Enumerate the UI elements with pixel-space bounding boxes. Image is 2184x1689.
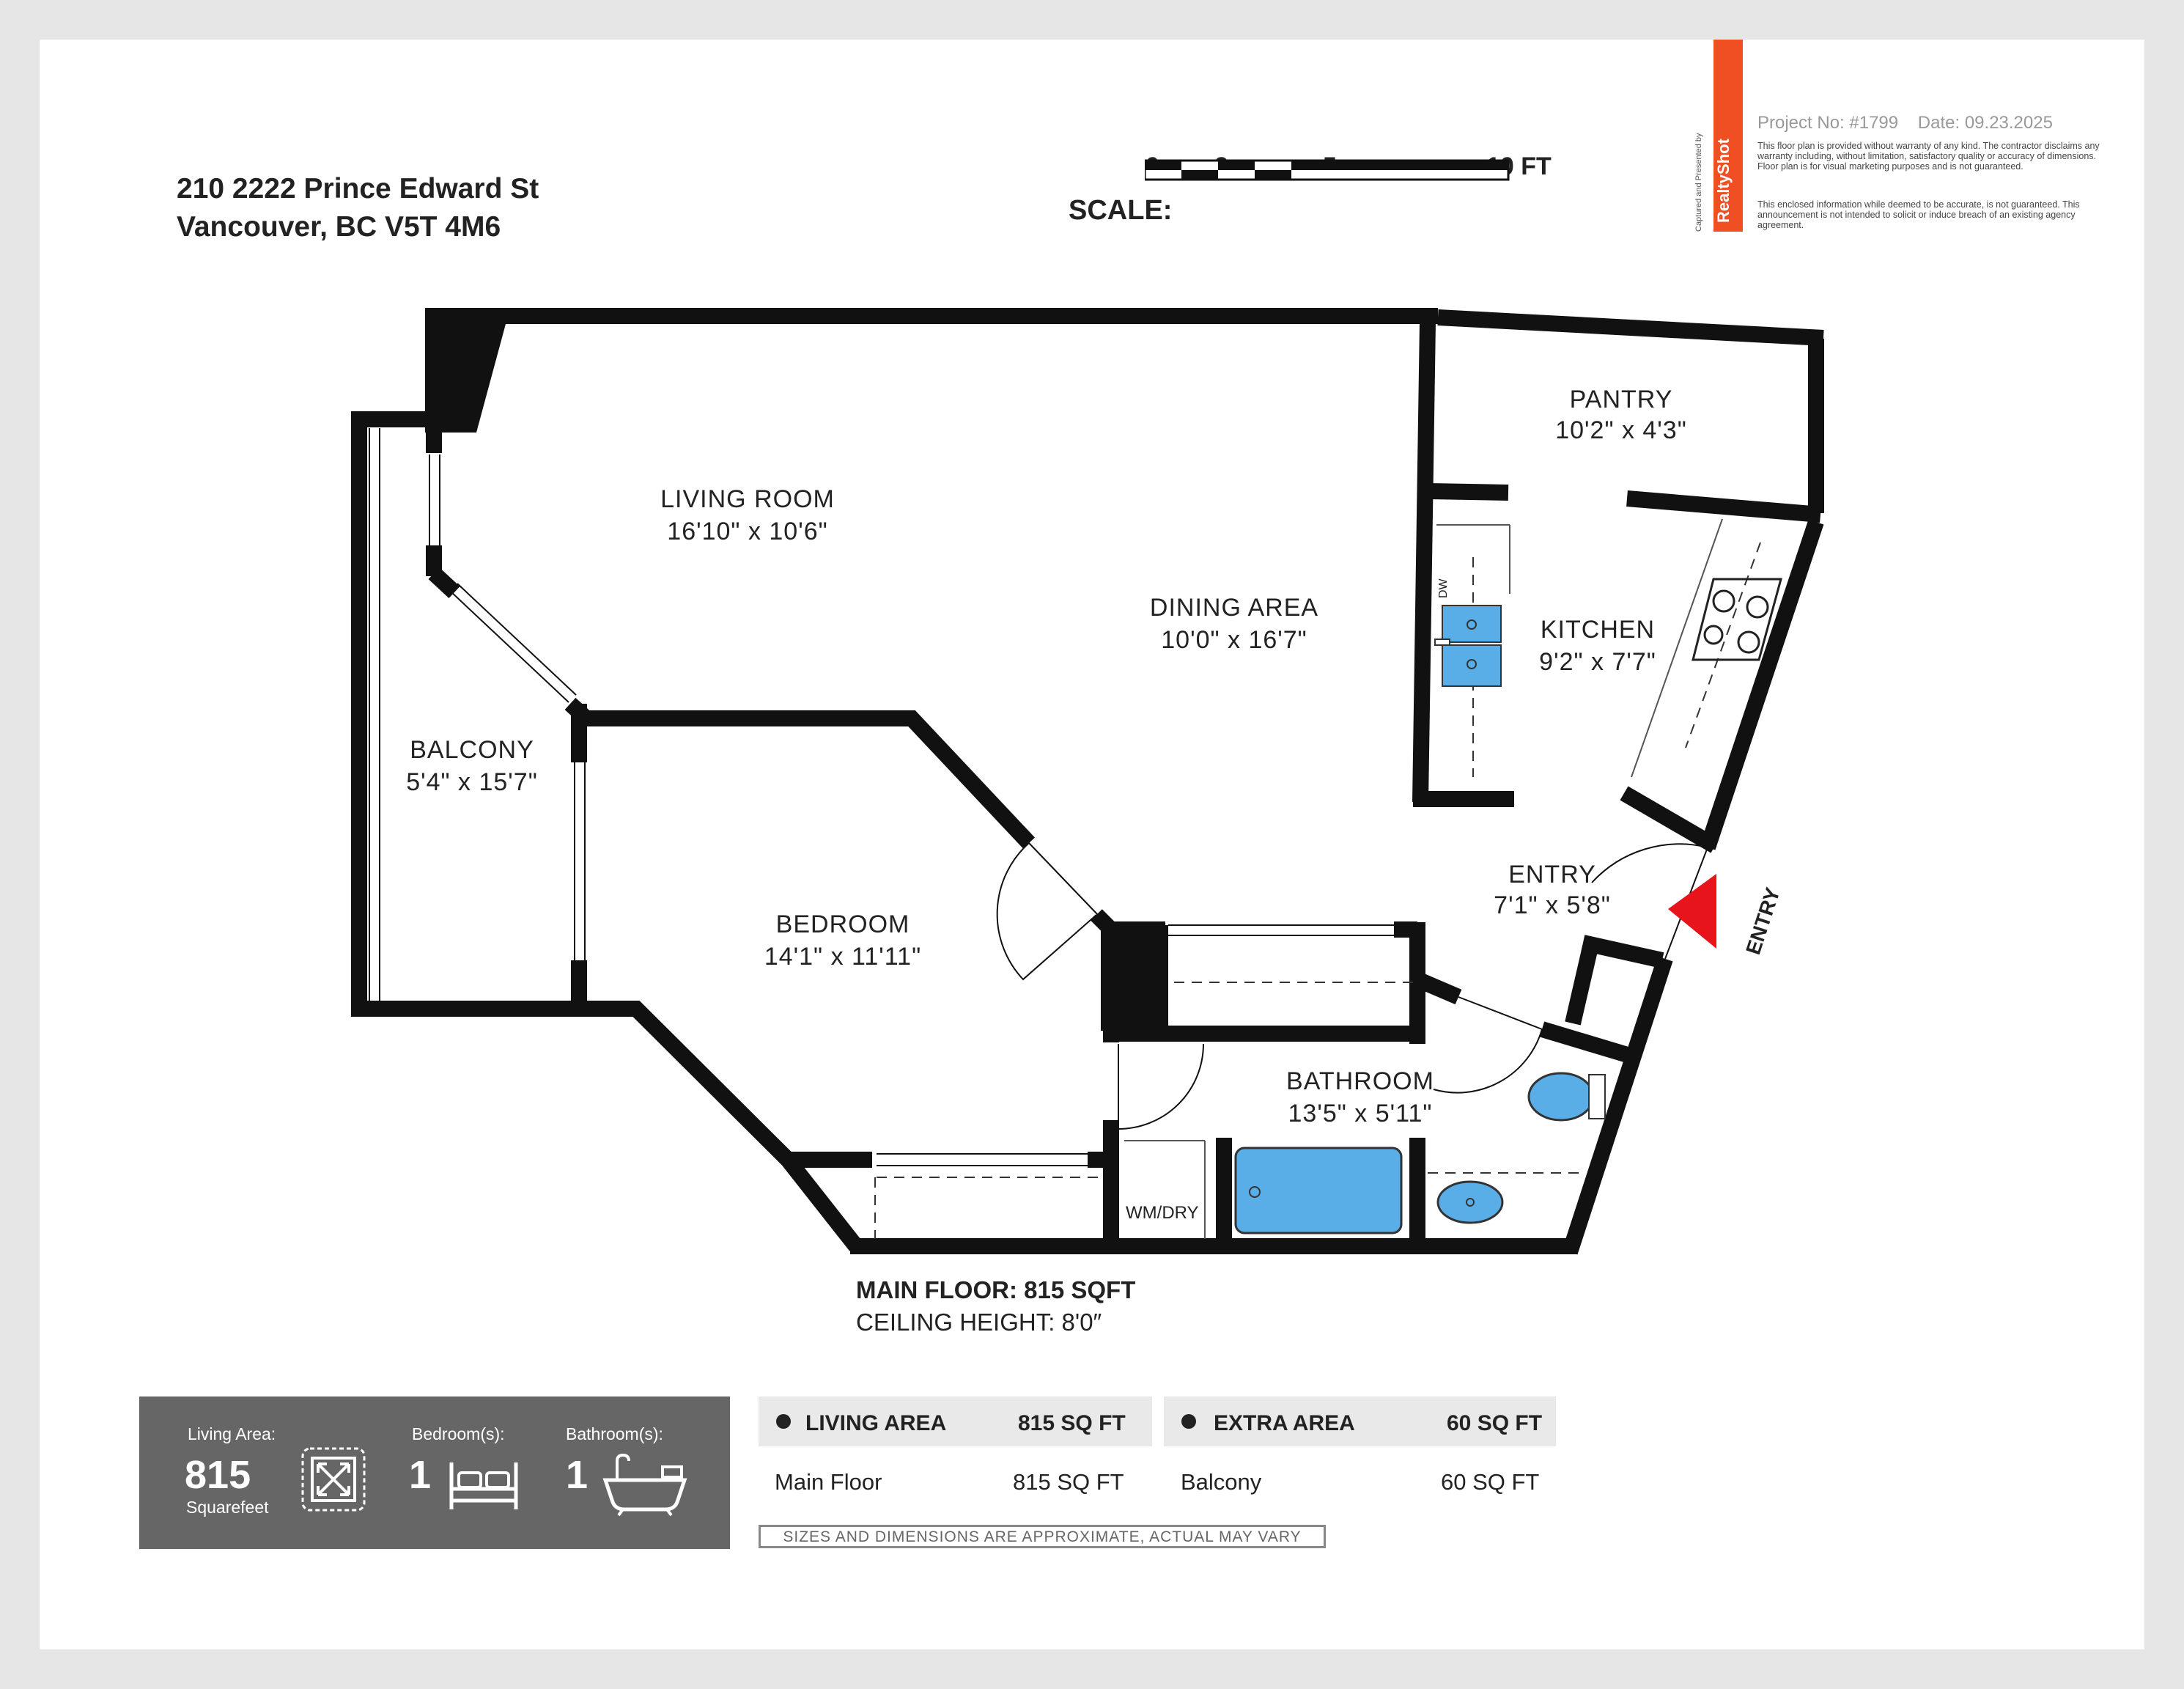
bullet-icon xyxy=(1181,1414,1196,1429)
project-date: Date: 09.23.2025 xyxy=(1917,113,2053,133)
wall-column xyxy=(1101,925,1168,1031)
room-pantry-dims: 10'2" x 4'3" xyxy=(1555,416,1687,444)
main-floor-value: 815 SQ FT xyxy=(1013,1469,1124,1495)
counters xyxy=(874,542,1761,1239)
bathroom-label: Bathroom(s): xyxy=(566,1424,663,1443)
living-area-title: LIVING AREA xyxy=(805,1411,947,1435)
windows xyxy=(369,428,1394,1166)
dishwasher-label: DW xyxy=(1437,578,1450,598)
living-area-value: 815 xyxy=(185,1453,251,1497)
stove xyxy=(1692,578,1782,661)
room-bedroom-name: BEDROOM xyxy=(776,910,910,938)
main-floor-label: Main Floor xyxy=(775,1469,882,1495)
project-number: Project No: #1799 xyxy=(1757,113,1899,133)
disclaimer-note: SIZES AND DIMENSIONS ARE APPROXIMATE, AC… xyxy=(759,1525,1326,1548)
bullet-icon xyxy=(776,1414,791,1429)
room-dining-name: DINING AREA xyxy=(1150,594,1318,622)
bedroom-value: 1 xyxy=(409,1453,432,1497)
walls xyxy=(351,308,1824,1255)
extra-area-total: 60 SQ FT xyxy=(1447,1411,1543,1435)
expand-icon xyxy=(301,1447,366,1512)
disclaimer-warranty: This floor plan is provided without warr… xyxy=(1757,141,2100,172)
washer-dryer-label: WM/DRY xyxy=(1126,1203,1199,1223)
living-area-header: LIVING AREA 815 SQ FT xyxy=(759,1397,1152,1446)
wall-column xyxy=(425,308,506,433)
room-pantry-name: PANTRY xyxy=(1570,386,1673,413)
room-kitchen-dims: 9'2" x 7'7" xyxy=(1539,648,1656,676)
entry-marker-label: ENTRY xyxy=(1741,885,1785,957)
ceiling-height: CEILING HEIGHT: 8'0″ xyxy=(856,1309,1102,1336)
bathroom-sink xyxy=(1436,1180,1504,1224)
living-area-unit: Squarefeet xyxy=(186,1498,269,1517)
room-living-dims: 16'10" x 10'6" xyxy=(667,518,827,545)
room-dining-dims: 10'0" x 16'7" xyxy=(1161,626,1307,654)
room-balcony-name: BALCONY xyxy=(410,736,534,764)
scale-bar xyxy=(1145,159,1510,181)
living-area-label: Living Area: xyxy=(188,1424,276,1443)
room-bedroom-dims: 14'1" x 11'11" xyxy=(764,943,921,971)
entry-arrow-icon xyxy=(1668,874,1716,949)
bathroom-value: 1 xyxy=(566,1453,589,1497)
address: 210 2222 Prince Edward St Vancouver, BC … xyxy=(177,170,539,246)
balcony-label: Balcony xyxy=(1181,1469,1262,1495)
room-labels: LIVING ROOM 16'10" x 10'6" DINING AREA 1… xyxy=(406,386,1687,1127)
room-entry-name: ENTRY xyxy=(1508,861,1596,888)
bed-icon xyxy=(449,1462,518,1509)
bathtub-icon xyxy=(602,1453,687,1517)
scale-label: SCALE: xyxy=(1069,195,1173,226)
room-bathroom-dims: 13'5" x 5'11" xyxy=(1288,1100,1433,1127)
floor-title: MAIN FLOOR: 815 SQFT xyxy=(856,1276,1136,1303)
cabinets xyxy=(1124,518,1723,1239)
balcony-value: 60 SQ FT xyxy=(1441,1469,1540,1495)
address-line2: Vancouver, BC V5T 4M6 xyxy=(177,211,501,243)
toilet xyxy=(1527,1072,1606,1122)
room-bathroom-name: BATHROOM xyxy=(1286,1067,1434,1095)
bedroom-label: Bedroom(s): xyxy=(412,1424,505,1443)
stats-panel: Living Area: 815 Squarefeet Bedroom(s): … xyxy=(139,1397,730,1549)
room-balcony-dims: 5'4" x 15'7" xyxy=(406,768,538,796)
address-line1: 210 2222 Prince Edward St xyxy=(177,173,539,205)
kitchen-sink xyxy=(1434,605,1502,687)
room-kitchen-name: KITCHEN xyxy=(1541,616,1655,644)
extra-area-title: EXTRA AREA xyxy=(1214,1411,1355,1435)
room-living-name: LIVING ROOM xyxy=(660,485,835,513)
disclaimer-agency: This enclosed information while deemed t… xyxy=(1757,199,2080,230)
extra-area-header: EXTRA AREA 60 SQ FT xyxy=(1164,1397,1556,1446)
project-info: Project No: #1799 Date: 09.23.2025 xyxy=(1757,113,2053,133)
living-area-total: 815 SQ FT xyxy=(1018,1411,1126,1435)
brand-logo xyxy=(1713,40,1743,232)
bathtub xyxy=(1234,1147,1403,1234)
room-entry-dims: 7'1" x 5'8" xyxy=(1494,891,1611,919)
